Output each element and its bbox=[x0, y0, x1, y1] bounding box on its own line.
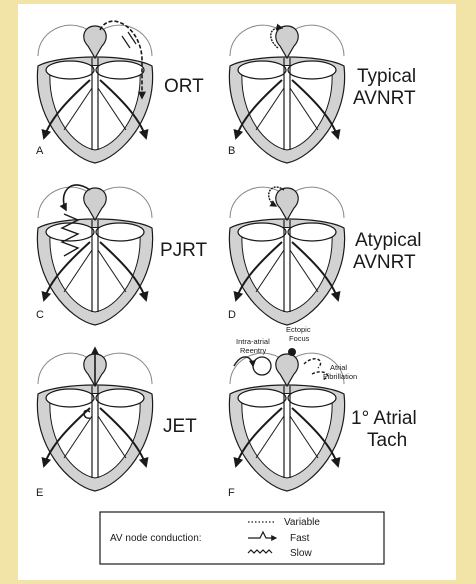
label-intra-atrial-1: Intra-atrial bbox=[236, 337, 270, 346]
ectopic-focus-f bbox=[288, 348, 296, 356]
label-fibrillation-1: Atrial bbox=[330, 363, 347, 372]
panel-f-title-1: 1° Atrial bbox=[351, 408, 417, 429]
panel-f-letter: F bbox=[228, 487, 235, 499]
legend: AV node conduction: Variable Fast Slow bbox=[100, 512, 384, 564]
legend-slow: Slow bbox=[290, 548, 312, 559]
panel-d-letter: D bbox=[228, 309, 236, 321]
legend-variable: Variable bbox=[284, 517, 320, 528]
panel-b-title-2: AVNRT bbox=[353, 88, 416, 109]
panel-b-letter: B bbox=[228, 145, 235, 157]
legend-fast: Fast bbox=[290, 533, 310, 544]
panel-a-title: ORT bbox=[164, 76, 204, 97]
panel-d-title-1: Atypical bbox=[355, 230, 422, 251]
panel-f-title-2: Tach bbox=[367, 430, 407, 451]
panel-a-letter: A bbox=[36, 145, 44, 157]
panel-c-title: PJRT bbox=[160, 240, 208, 261]
label-ectopic-1: Ectopic bbox=[286, 325, 311, 334]
label-ectopic-2: Focus bbox=[289, 334, 310, 343]
panel-b-title-1: Typical bbox=[357, 66, 416, 87]
label-intra-atrial-2: Reentry bbox=[240, 346, 267, 355]
panel-d-title-2: AVNRT bbox=[353, 252, 416, 273]
panel-e-letter: E bbox=[36, 487, 43, 499]
panel-e-title: JET bbox=[163, 416, 197, 437]
panel-c-letter: C bbox=[36, 309, 44, 321]
label-fibrillation-2: Fibrillation bbox=[323, 372, 357, 381]
legend-title: AV node conduction: bbox=[110, 533, 202, 544]
